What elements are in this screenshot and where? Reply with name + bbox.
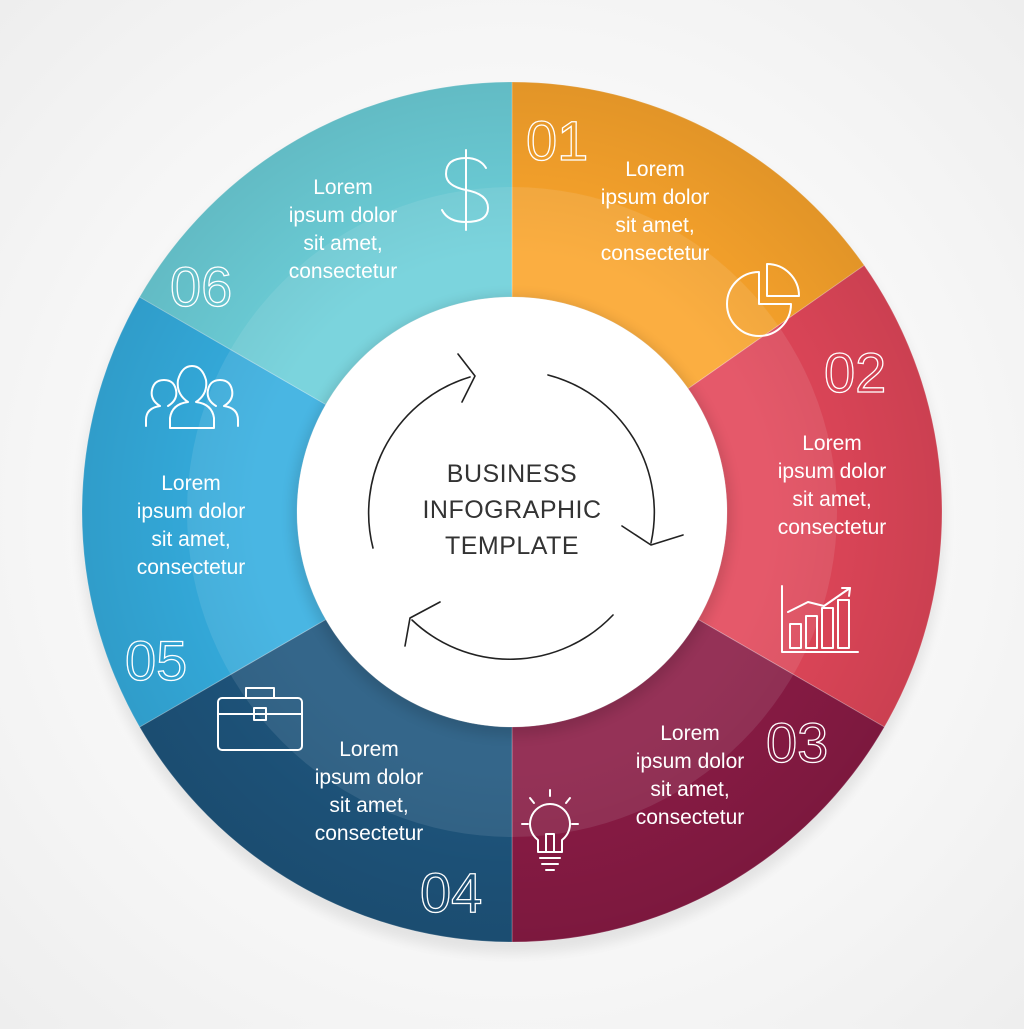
segment-03-text-2: ipsum dolor	[636, 750, 745, 773]
cycle-arrows	[367, 353, 684, 661]
segment-06-text-4: consectetur	[289, 260, 398, 283]
cycle-arrow-bottom-head	[404, 601, 441, 647]
segment-04: 04 Lorem ipsum dolor sit amet, consectet…	[217, 687, 483, 925]
segment-06-text-3: sit amet,	[303, 232, 382, 255]
cycle-arrow-top	[367, 376, 471, 549]
segment-03-text-3: sit amet,	[650, 778, 729, 801]
segment-02: 02 Lorem ipsum dolor sit amet, consectet…	[778, 340, 887, 653]
segment-02-text-2: ipsum dolor	[778, 460, 887, 483]
center-circle	[297, 297, 727, 727]
segment-02-text-4: consectetur	[778, 516, 887, 539]
segment-02-text-1: Lorem	[802, 432, 862, 455]
segment-03-text-1: Lorem	[660, 722, 720, 745]
segment-01-number: 01	[526, 109, 588, 172]
segment-02-text-3: sit amet,	[792, 488, 871, 511]
segment-01: 01 Lorem ipsum dolor sit amet, consectet…	[525, 108, 800, 337]
cycle-arrow-right	[547, 374, 656, 544]
segment-02-number: 02	[824, 341, 886, 404]
segment-04-text-2: ipsum dolor	[315, 766, 424, 789]
segment-01-text-3: sit amet,	[615, 214, 694, 237]
bar-chart-icon	[781, 585, 859, 653]
cycle-arrow-top-head	[457, 353, 476, 403]
cycle-arrow-bottom	[411, 614, 614, 661]
center-title-line-3: TEMPLATE	[445, 532, 579, 560]
segment-01-text-1: Lorem	[625, 158, 685, 181]
segment-03-number: 03	[766, 711, 828, 774]
segment-03: 03 Lorem ipsum dolor sit amet, consectet…	[521, 710, 829, 871]
segment-05-text-2: ipsum dolor	[137, 500, 246, 523]
segment-05-text-1: Lorem	[161, 472, 221, 495]
segment-05-text-3: sit amet,	[151, 528, 230, 551]
center-title-line-1: BUSINESS	[447, 460, 577, 488]
segment-05-number: 05	[125, 629, 187, 692]
segment-04-text-1: Lorem	[339, 738, 399, 761]
segment-06-number: 06	[170, 255, 232, 318]
pie-chart-icon	[726, 263, 800, 337]
segment-05-text-4: consectetur	[137, 556, 246, 579]
segment-01-text-4: consectetur	[601, 242, 710, 265]
segment-03-text-4: consectetur	[636, 806, 745, 829]
center-title-line-2: INFOGRAPHIC	[422, 496, 601, 524]
segment-01-text-2: ipsum dolor	[601, 186, 710, 209]
segment-05: 05 Lorem ipsum dolor sit amet, consectet…	[124, 365, 246, 693]
segment-04-number: 04	[420, 861, 482, 924]
segment-06-text-1: Lorem	[313, 176, 373, 199]
segment-06-text-2: ipsum dolor	[289, 204, 398, 227]
segment-04-text-3: sit amet,	[329, 794, 408, 817]
segment-04-text-4: consectetur	[315, 822, 424, 845]
people-icon	[145, 365, 239, 429]
cycle-arrow-right-head	[621, 525, 684, 546]
lightbulb-icon	[521, 789, 579, 871]
segment-06: 06 Lorem ipsum dolor sit amet, consectet…	[169, 149, 489, 319]
dollar-icon	[441, 149, 489, 231]
briefcase-icon	[217, 687, 303, 751]
